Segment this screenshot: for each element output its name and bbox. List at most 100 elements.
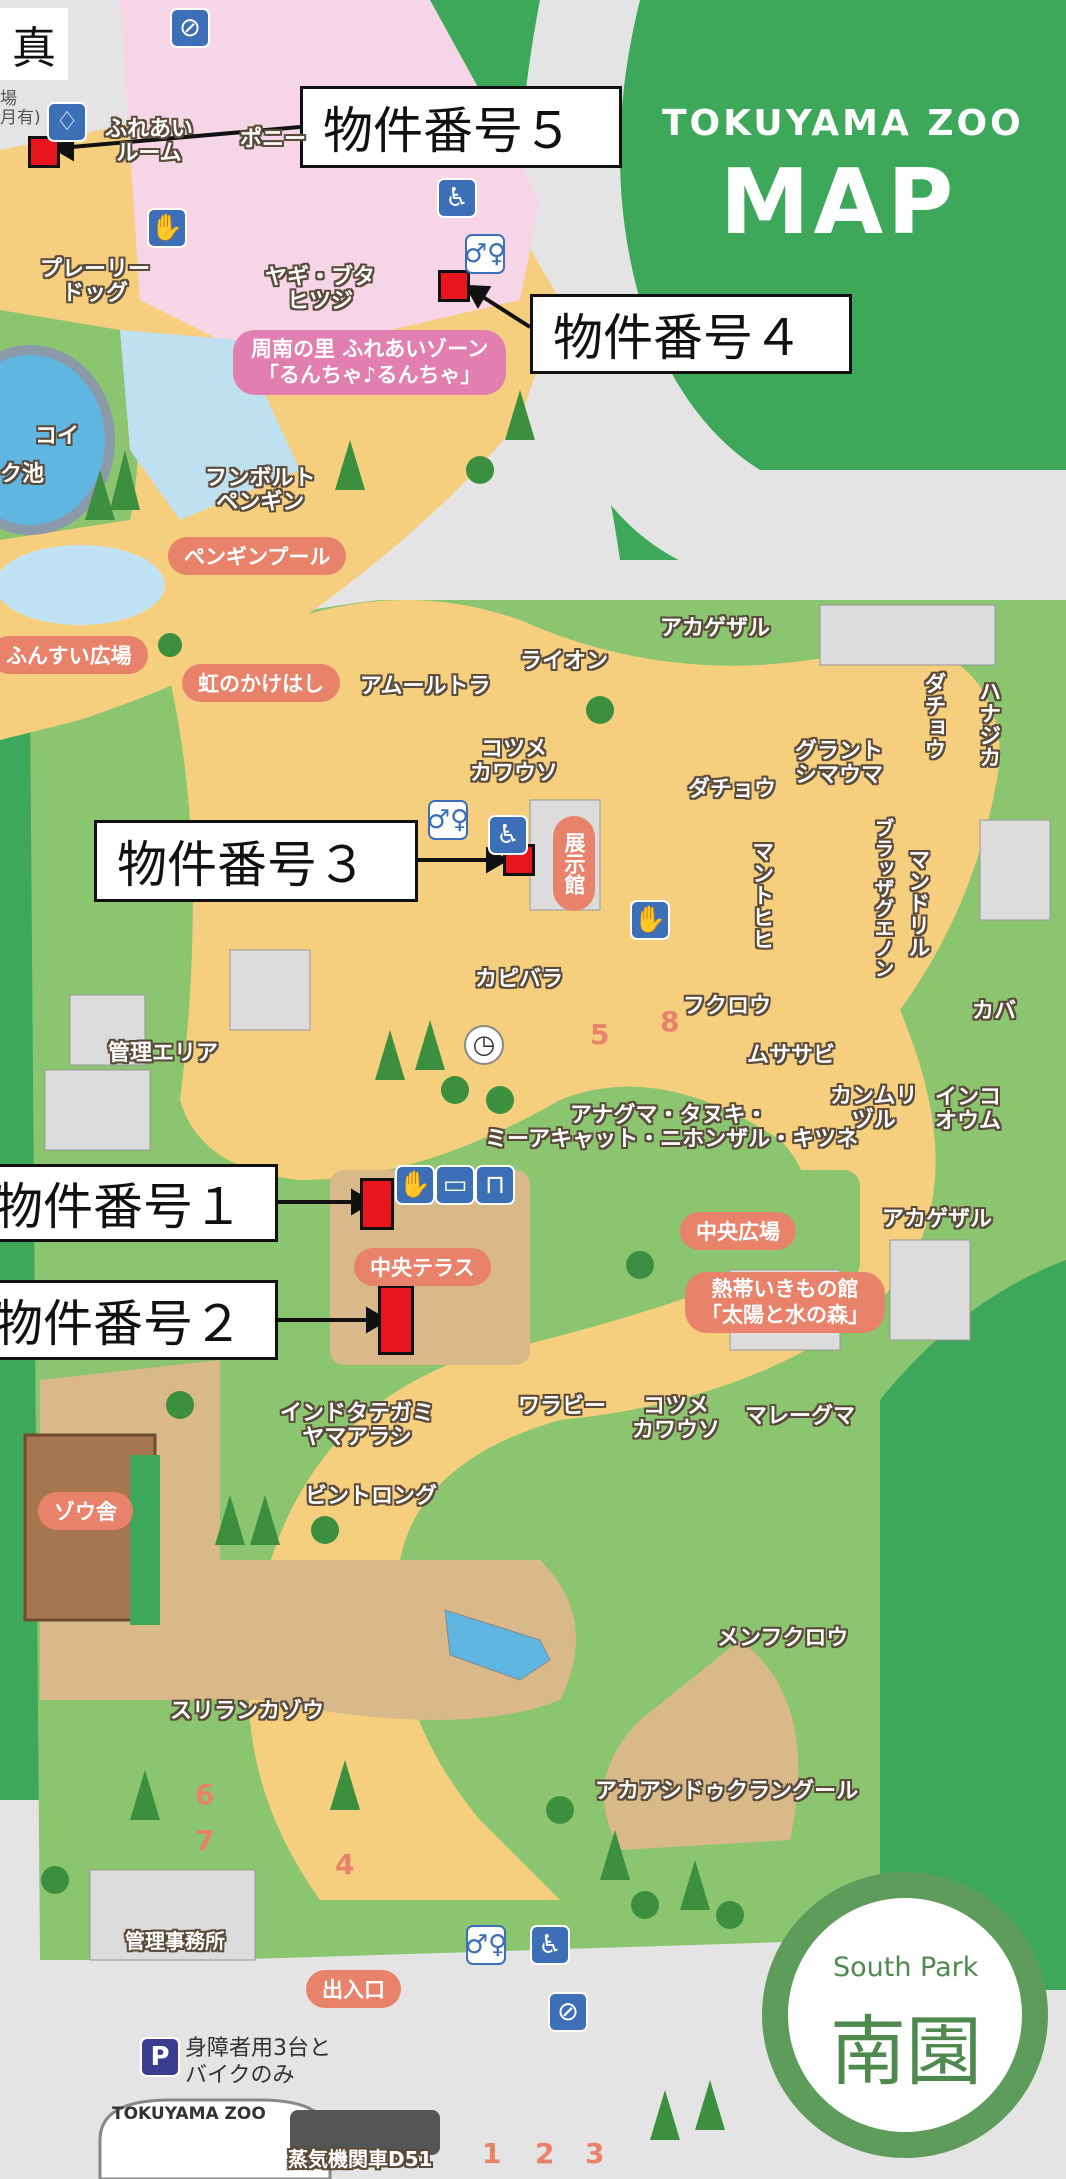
pill-exhibit-hall: 展示館: [553, 816, 595, 911]
pill-penguin-pool: ペンギンプール: [168, 537, 347, 575]
no-smoking-icon: ⊘: [170, 8, 210, 48]
label-koi: コイ: [35, 424, 80, 449]
property-callout-3[interactable]: 物件番号３: [94, 820, 418, 902]
steam-locomotive: [290, 2110, 440, 2155]
number-marker-2: 2: [535, 2137, 555, 2170]
label-admin-area: 管理エリア: [108, 1041, 219, 1066]
label-mandrill: マンドリル: [904, 848, 930, 958]
hippo-building: [979, 819, 1051, 921]
pill-fountain-plaza: ふんすい広場: [0, 636, 148, 674]
fureai-zone-line1: 周南の里 ふれあいゾーン: [251, 337, 489, 361]
number-marker-6: 6: [195, 1778, 215, 1811]
road-top: [519, 0, 1066, 580]
label-amur-tiger: アムールトラ: [360, 674, 491, 699]
label-mixed-row1: アナグマ・タヌキ・: [570, 1103, 768, 1128]
trees: [85, 390, 725, 2140]
elephant-pool: [444, 1609, 551, 1681]
label-grants-zebra: グラント シマウマ: [795, 739, 884, 789]
label-mixed-row2: ミーアキャット・ニホンザル・キツネ: [485, 1127, 859, 1152]
property-callout-5[interactable]: 物件番号５: [300, 86, 622, 168]
property-label-4: 物件番号４: [553, 309, 803, 367]
property-callout-1[interactable]: 物件番号１: [0, 1164, 278, 1242]
property-marker-2[interactable]: [378, 1285, 414, 1355]
number-marker-5: 5: [590, 1018, 610, 1051]
property-label-1: 物件番号１: [0, 1178, 243, 1236]
property-marker-4[interactable]: [438, 270, 470, 302]
label-parrot: インコ オウム: [935, 1085, 1002, 1135]
fountain: [0, 545, 165, 625]
label-fureai-room: ふれあい ルーム: [105, 117, 194, 167]
fureai-zone-line2: 「るんちゃ♪るんちゃ」: [257, 363, 482, 388]
south-park-ring: [762, 1872, 1048, 2158]
hand-wash-icon: ✋: [147, 208, 187, 248]
south-park-jp: 南園: [830, 2007, 982, 2096]
wheelchair-icon: ♿: [437, 178, 477, 218]
label-owl: フクロウ: [683, 994, 772, 1019]
number-marker-3: 3: [585, 2137, 605, 2170]
label-brazza: ブラッザグエノン: [871, 818, 895, 978]
callout-arrows: [51, 125, 532, 1334]
number-marker-1: 1: [482, 2137, 502, 2170]
admin-building-1: [229, 949, 311, 1031]
drink-icon: ⊓: [475, 1165, 515, 1205]
park-green-bottom-right: [880, 1260, 1066, 1990]
label-langur: アカアシドゥクラングール: [595, 1779, 859, 1804]
label-mantohihi: マントヒヒ: [748, 840, 774, 950]
area-elephant-yard: [40, 1360, 576, 1720]
label-hippo: カバ: [972, 999, 1017, 1024]
label-sun-bear: マレーグマ: [745, 1404, 856, 1429]
corner-sub1: 場: [0, 89, 17, 109]
label-crowned-crane: カンムリ ヅル: [830, 1084, 918, 1134]
tropical-line2: 「太陽と水の森」: [701, 1303, 869, 1328]
label-koi-pond: ク池: [0, 462, 45, 487]
label-srilanka-elephant: スリランカゾウ: [170, 1699, 325, 1724]
admin-office-building: [89, 1869, 256, 1961]
label-hanajika: ハナジカ: [975, 680, 1001, 768]
label-pony: ポニー: [240, 127, 307, 152]
pill-central-plaza: 中央広場: [680, 1212, 796, 1250]
property-marker-5[interactable]: [28, 136, 60, 168]
label-admin-office: 管理事務所: [125, 1929, 225, 1953]
property-marker-1[interactable]: [360, 1178, 394, 1230]
restroom-icon: ♂♀: [427, 800, 469, 840]
no-smoking-icon: ⊘: [548, 1992, 588, 2032]
property-label-3: 物件番号３: [117, 836, 367, 894]
restroom-icon: ♂♀: [465, 1925, 507, 1965]
clock-icon: ◷: [464, 1025, 504, 1065]
property-callout-4[interactable]: 物件番号４: [530, 294, 852, 374]
label-prairie-dog: プレーリー ドッグ: [40, 257, 151, 307]
zoo-brand-map: MAP: [720, 150, 958, 255]
corner-sub2: 月有): [0, 108, 41, 128]
property-label-2: 物件番号２: [0, 1295, 243, 1353]
nursing-icon: ♢: [47, 102, 87, 142]
admin-building-2: [69, 994, 146, 1066]
restroom-icon: ♂♀: [464, 234, 506, 274]
zoo-brand-line1: TOKUYAMA ZOO: [662, 103, 1024, 144]
langur-enclosure: [604, 1640, 799, 1850]
pill-rainbow-bridge: 虹のかけはし: [182, 664, 340, 702]
number-marker-4: 4: [335, 1848, 355, 1881]
corner-label: 真: [12, 23, 56, 74]
number-marker-8: 8: [660, 1005, 680, 1038]
pill-fureai-zone: 周南の里 ふれあいゾーン 「るんちゃ♪るんちゃ」: [233, 330, 507, 395]
label-red-monkey-top: アカゲザル: [660, 616, 771, 641]
property-label-5: 物件番号５: [323, 102, 573, 160]
pill-entrance[interactable]: 出入口: [306, 1970, 401, 2008]
pill-tropical-house: 熱帯いきもの館 「太陽と水の森」: [685, 1272, 885, 1333]
elephant-house-green: [130, 1455, 160, 1625]
label-scops-owl: メンフクロウ: [717, 1626, 849, 1651]
number-marker-7: 7: [195, 1824, 215, 1857]
hand-wash-icon: ✋: [395, 1165, 435, 1205]
label-capybara: カピバラ: [475, 967, 564, 992]
label-lion: ライオン: [520, 649, 609, 674]
tropical-line1: 熱帯いきもの館: [711, 1277, 859, 1301]
label-porcupine: インドタテガミ ヤマアラシ: [280, 1401, 435, 1451]
label-red-monkey-bottom: アカゲザル: [882, 1207, 993, 1232]
label-wallaby: ワラビー: [518, 1394, 607, 1419]
pill-elephant-house: ゾウ舎: [38, 1492, 133, 1530]
zebra-building: [819, 604, 996, 666]
south-park-en: South Park: [833, 1952, 979, 1983]
property-callout-2[interactable]: 物件番号２: [0, 1280, 278, 1360]
gate-name: TOKUYAMA ZOO: [112, 2104, 266, 2124]
